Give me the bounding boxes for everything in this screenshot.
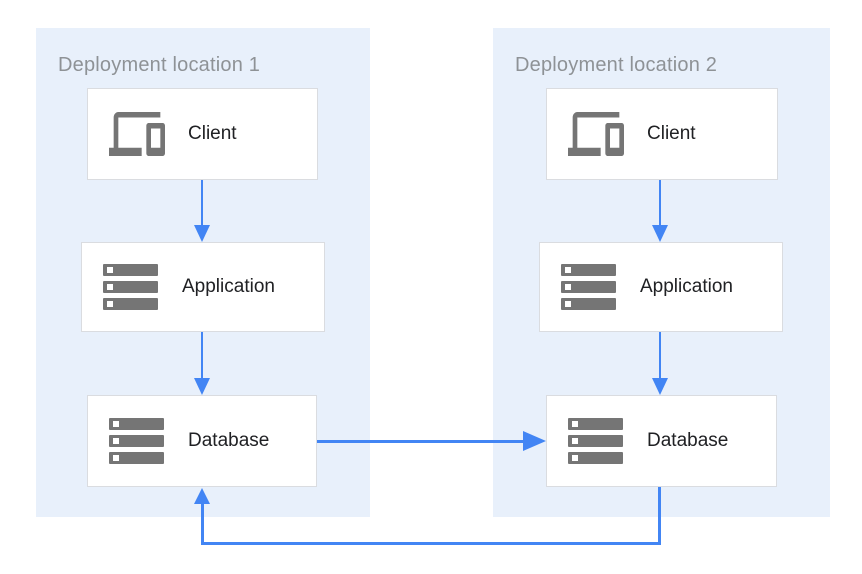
devices-icon bbox=[109, 111, 165, 157]
servers-icon bbox=[103, 264, 159, 310]
edge-database2-database1-segment-up bbox=[201, 504, 204, 545]
servers-icon bbox=[109, 418, 165, 464]
node-application-location1: Application bbox=[81, 242, 325, 332]
deployment-location-2-title: Deployment location 2 bbox=[515, 54, 718, 76]
node-client-location1: Client bbox=[87, 88, 318, 180]
arrow-down-icon bbox=[194, 378, 210, 395]
arrow-down-icon bbox=[194, 225, 210, 242]
devices-icon bbox=[568, 111, 624, 157]
node-label: Client bbox=[647, 123, 696, 144]
edge-client2-application2-line bbox=[659, 180, 661, 226]
arrow-down-icon bbox=[652, 225, 668, 242]
node-label: Application bbox=[640, 276, 733, 297]
node-client-location2: Client bbox=[546, 88, 778, 180]
edge-application1-database1-line bbox=[201, 332, 203, 379]
arrow-right-icon bbox=[523, 431, 546, 451]
edge-application2-database2-line bbox=[659, 332, 661, 379]
edge-database2-database1-segment-across bbox=[201, 542, 661, 545]
node-label: Application bbox=[182, 276, 275, 297]
arrow-up-icon bbox=[194, 488, 210, 504]
deployment-location-1-title: Deployment location 1 bbox=[58, 54, 261, 76]
node-application-location2: Application bbox=[539, 242, 783, 332]
edge-client1-application1-line bbox=[201, 180, 203, 226]
node-database-location1: Database bbox=[87, 395, 317, 487]
servers-icon bbox=[568, 418, 624, 464]
node-label: Client bbox=[188, 123, 237, 144]
edge-database2-database1-segment-down bbox=[658, 487, 661, 545]
node-label: Database bbox=[647, 430, 729, 451]
node-label: Database bbox=[188, 430, 270, 451]
edge-database1-database2-line bbox=[317, 440, 524, 443]
node-database-location2: Database bbox=[546, 395, 777, 487]
servers-icon bbox=[561, 264, 617, 310]
arrow-down-icon bbox=[652, 378, 668, 395]
